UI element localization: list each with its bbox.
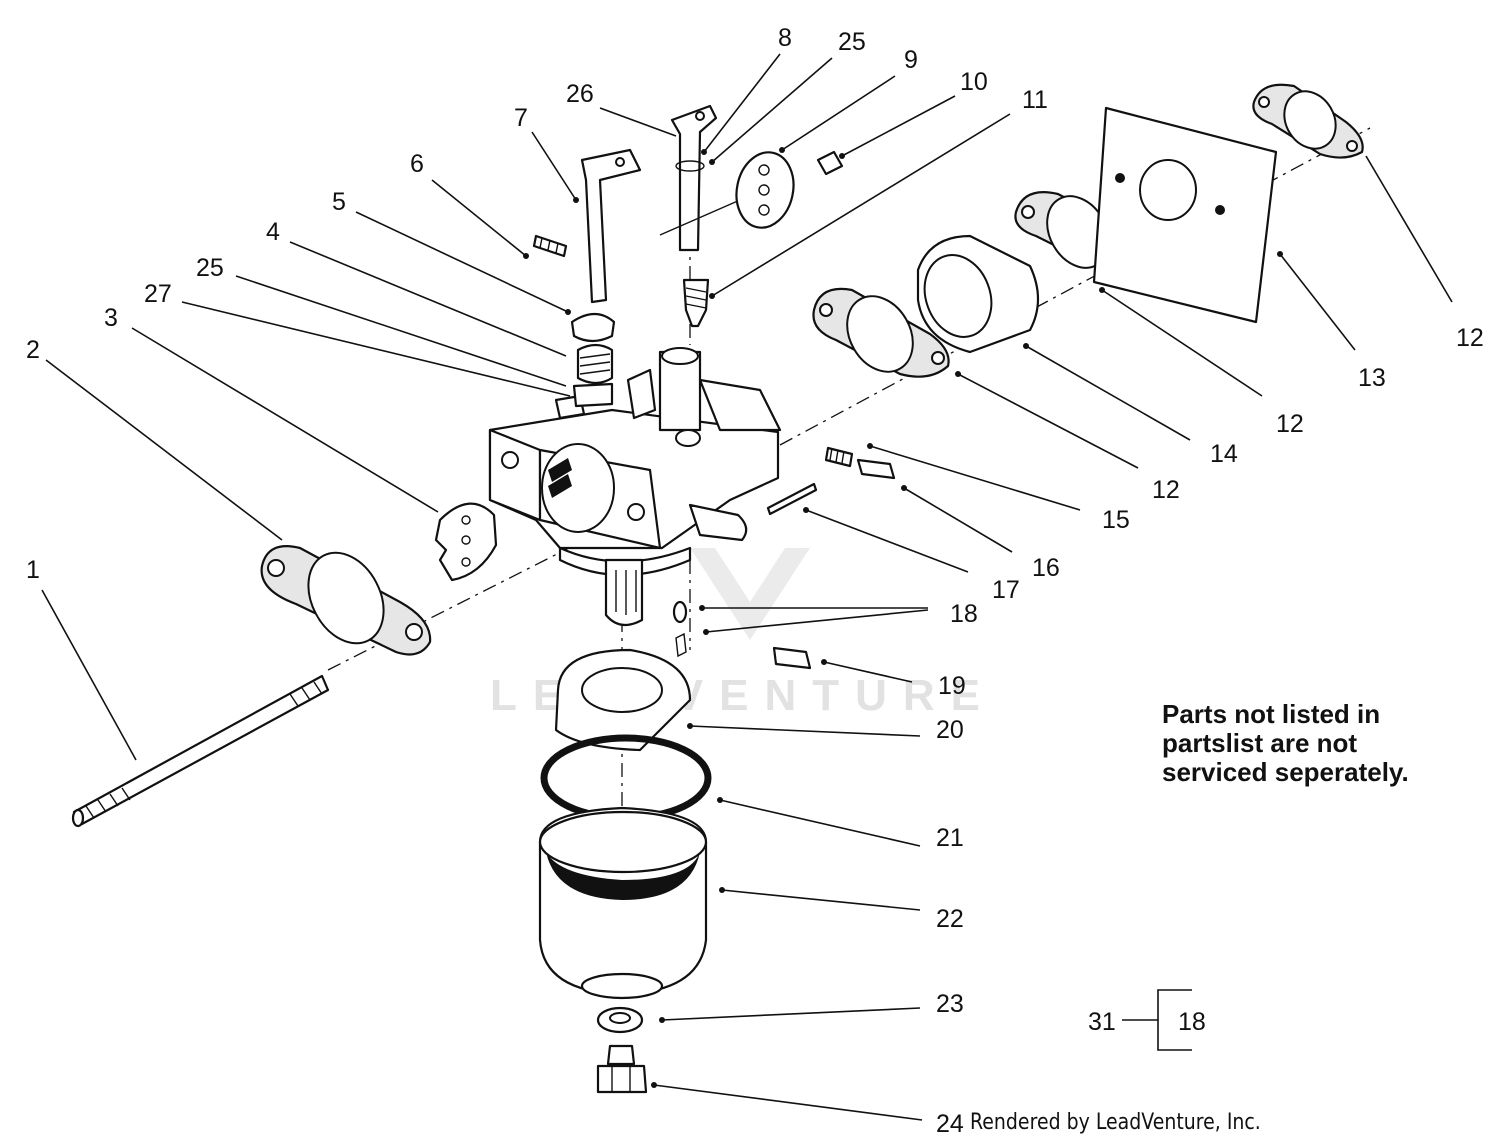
callout-11: 11 [1022,86,1048,114]
callout-5: 5 [332,188,346,216]
callout-18: 18 [950,600,978,628]
callout-17: 17 [992,576,1020,604]
callout-10: 10 [960,68,988,96]
service-note-line-1: Parts not listed in [1162,699,1381,729]
part-float-bowl [538,806,708,1000]
render-credit: Rendered by LeadVenture, Inc. [970,1110,1261,1135]
part-gasket-12c [1252,83,1364,159]
service-note: Parts not listed in partslist are not se… [1162,700,1482,787]
service-note-line-2: partslist are not [1162,728,1358,758]
leader-lines [41,53,1453,1121]
callout-9: 9 [904,46,918,74]
callout-6: 6 [410,150,424,178]
callout-12b: 12 [1276,410,1304,438]
callout-labels: 1 2 3 27 25 4 5 6 7 26 8 25 9 10 11 12 1… [26,24,1484,1138]
callout-12a: 12 [1456,324,1484,352]
callout-4: 4 [266,218,280,246]
callout-20: 20 [936,716,964,744]
callout-15: 15 [1102,506,1130,534]
callout-19: 19 [938,672,966,700]
part-pin-17 [766,482,818,516]
part-bowl-nut [596,1044,648,1094]
callout-16: 16 [1032,554,1060,582]
callout-8: 8 [778,24,792,52]
callout-13: 13 [1358,364,1386,392]
part-plate-9 [735,151,795,229]
callout-1: 1 [26,556,40,584]
part-gasket-2 [260,545,432,656]
part-washer-23 [596,1006,644,1034]
part-carburetor-body [488,347,782,627]
callout-23: 23 [936,990,964,1018]
part-needle-11 [682,278,710,328]
callout-25b: 25 [838,28,866,56]
callout-7: 7 [514,104,528,132]
callout-12c: 12 [1152,476,1180,504]
service-note-line-3: serviced seperately. [1162,757,1409,787]
callout-22: 22 [936,905,964,933]
callout-2: 2 [26,336,40,364]
part-screw-10 [816,150,844,176]
part-spring-screw [824,446,896,480]
callout-27: 27 [144,280,172,308]
callout-24: 24 [936,1110,964,1138]
part-choke-parts [570,312,616,408]
callout-25: 25 [196,254,224,282]
part-gasket-12a [812,287,950,378]
callout-14: 14 [1210,440,1238,468]
part-spacer [916,234,1040,354]
kit-part-number: 18 [1178,1008,1206,1036]
leader-dots [523,147,1283,1088]
callout-3: 3 [104,304,118,332]
callout-21: 21 [936,824,964,852]
part-washers-18-19 [672,600,812,670]
callout-26: 26 [566,80,594,108]
kit-number: 31 [1088,1008,1116,1036]
part-plate-13 [1092,106,1278,324]
part-screw-6 [532,234,568,258]
part-throttle-shaft [659,104,741,252]
part-throttle-plate [434,502,498,582]
part-stud [71,674,330,828]
part-lever-7 [580,148,642,304]
kit-bracket: 31 18 [1088,989,1206,1051]
